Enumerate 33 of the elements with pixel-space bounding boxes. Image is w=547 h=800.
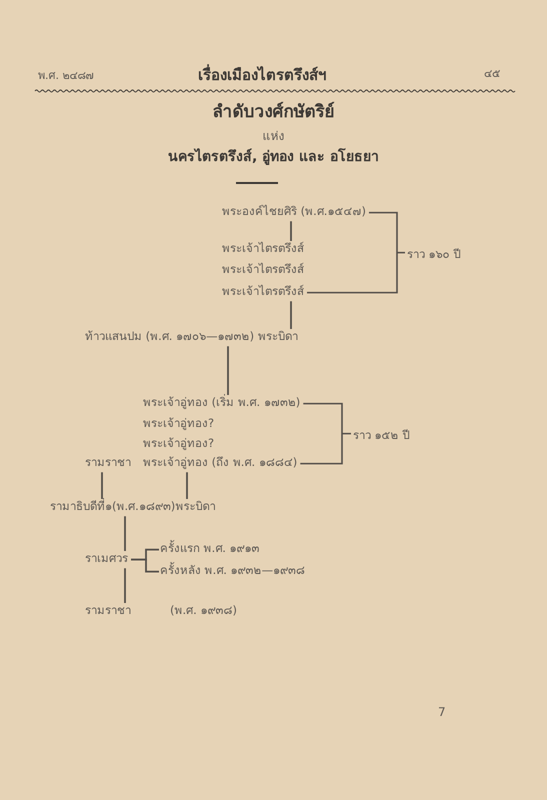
name-text: พระเจ้าไตรตรึงส์: [222, 241, 304, 255]
connector-line: [186, 472, 188, 499]
date-note: (พ.ศ. ๑๙๓๘): [170, 602, 237, 619]
name-text: พระเจ้าอู่ทอง?: [143, 416, 214, 430]
page-number: ๔๕: [484, 66, 500, 82]
diagram-title: ลำดับวงศ์กษัตริย์: [212, 100, 336, 124]
name-text: ราเมศวร: [85, 551, 128, 565]
connector-line: [124, 568, 126, 603]
folio-number: 7: [438, 704, 446, 721]
subtitle: นครไตรตรึงส์, อู่ทอง และ อโยธยา: [167, 147, 380, 167]
connector-line: [290, 221, 292, 241]
connector-line: [290, 301, 292, 329]
name-text: รามราชา: [85, 603, 131, 617]
connector-line: [227, 346, 229, 395]
name-text: ท้าวแสนปม (พ.ศ. ๑๗๐๖—๑๗๓๒) พระบิดา: [85, 329, 298, 343]
name-text: พระองค์ไชยศิริ (พ.ศ.๑๕๔๗): [222, 204, 366, 218]
name-text: ครั้งแรก พ.ศ. ๑๙๑๓: [160, 541, 260, 555]
name-text: ครั้งหลัง พ.ศ. ๑๙๓๒—๑๙๓๘: [160, 563, 306, 577]
name-text: พระเจ้าไตรตรึงส์: [222, 284, 304, 298]
connector-line: [131, 558, 159, 573]
name-text: รามราชา: [85, 455, 131, 469]
subtitle: แห่ง: [262, 128, 286, 145]
name-text: พระเจ้าอู่ทอง (ถึง พ.ศ. ๑๘๘๔): [143, 455, 298, 469]
running-head: เรื่องเมืองไตรตรึงส์ฯ: [198, 64, 326, 86]
span-label: ราว ๑๖๐ ปี: [407, 246, 460, 263]
name-text: พระเจ้าอู่ทอง (เริ่ม พ.ศ. ๑๗๓๒): [143, 395, 300, 409]
name-text: พระเจ้าไตรตรึงส์: [222, 262, 304, 276]
span-label: ราว ๑๕๒ ปี: [353, 427, 410, 444]
name-text: รามาธิบดีที่๑(พ.ศ.๑๘๙๓)พระบิดา: [50, 499, 216, 513]
header-date: พ.ศ. ๒๔๘๗: [38, 68, 94, 84]
connector-line: [124, 516, 126, 551]
name-text: พระเจ้าอู่ทอง?: [143, 436, 214, 450]
connector-line: [101, 472, 103, 499]
